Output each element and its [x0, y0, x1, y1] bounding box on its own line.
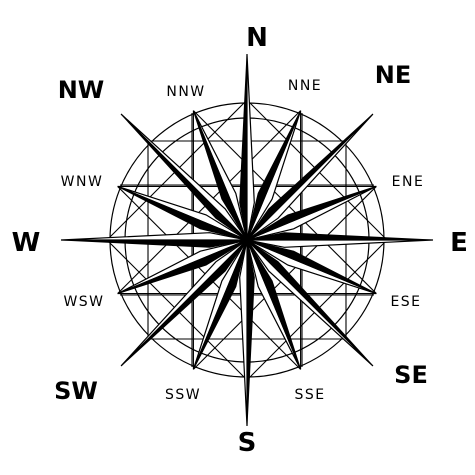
label-nnw: NNW — [166, 84, 205, 100]
point-black-half — [120, 239, 248, 367]
label-wsw: WSW — [63, 294, 104, 310]
label-s: S — [238, 428, 257, 458]
label-e: E — [450, 228, 468, 258]
point-black-half — [246, 239, 255, 427]
label-ssw: SSW — [165, 387, 201, 403]
label-sw: SW — [54, 377, 98, 405]
label-sse: SSE — [294, 387, 325, 403]
point-black-half — [239, 53, 248, 241]
label-nw: NW — [58, 76, 105, 104]
point-black-half — [192, 110, 248, 241]
point-black-half — [117, 185, 248, 241]
point-black-half — [192, 239, 248, 370]
point-black-half — [60, 239, 248, 248]
label-n: N — [246, 23, 268, 53]
label-ese: ESE — [390, 294, 421, 310]
point-black-half — [246, 232, 434, 241]
point-black-half — [117, 239, 248, 295]
label-nne: NNE — [288, 78, 322, 94]
compass-points — [60, 53, 434, 427]
label-w: W — [12, 228, 41, 258]
center-dot — [244, 237, 250, 243]
point-black-half — [120, 113, 248, 241]
point-black-half — [246, 239, 374, 367]
point-black-half — [246, 110, 302, 241]
label-se: SE — [394, 361, 428, 389]
label-ne: NE — [375, 61, 411, 89]
point-black-half — [246, 239, 302, 370]
point-black-half — [246, 185, 377, 241]
point-black-half — [246, 113, 374, 241]
label-ene: ENE — [392, 174, 425, 190]
point-black-half — [246, 239, 377, 295]
label-wnw: WNW — [61, 174, 104, 190]
